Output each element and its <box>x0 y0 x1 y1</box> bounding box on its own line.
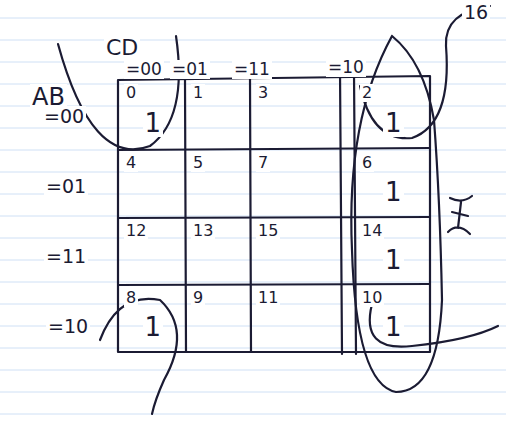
cell-index: 6 <box>360 154 374 172</box>
axis-name: CD <box>104 36 140 60</box>
cell-value: 1 <box>383 313 404 341</box>
cell-index: 4 <box>124 154 138 172</box>
cell-value: 1 <box>383 246 404 274</box>
note-number: 16 <box>462 2 490 23</box>
cell-index: 0 <box>124 84 138 102</box>
cell-index: 13 <box>191 222 215 240</box>
cell-index: 9 <box>191 289 205 307</box>
column-header: =11 <box>232 60 272 79</box>
cell-value: 1 <box>383 178 404 206</box>
cell-index: 1 <box>191 84 205 102</box>
cell-index: 3 <box>256 84 270 102</box>
cell-value: 1 <box>143 109 164 137</box>
row-header: =10 <box>46 316 90 337</box>
cell-index: 10 <box>360 289 384 307</box>
cell-index: 11 <box>256 289 280 307</box>
row-header: =00 <box>42 106 86 127</box>
cell-value: 1 <box>383 109 404 137</box>
cell-index: 8 <box>124 289 138 307</box>
cell-index: 14 <box>360 222 384 240</box>
column-header: =01 <box>170 60 210 79</box>
row-header: =01 <box>44 176 88 197</box>
cell-index: 5 <box>191 154 205 172</box>
column-header: =10 <box>326 58 366 77</box>
cell-index: 15 <box>256 222 280 240</box>
cell-index: 2 <box>360 84 374 102</box>
row-header: =11 <box>44 246 88 267</box>
cell-index: 7 <box>256 154 270 172</box>
cell-value: 1 <box>143 313 164 341</box>
cell-index: 12 <box>124 222 148 240</box>
column-header: =00 <box>124 60 164 79</box>
